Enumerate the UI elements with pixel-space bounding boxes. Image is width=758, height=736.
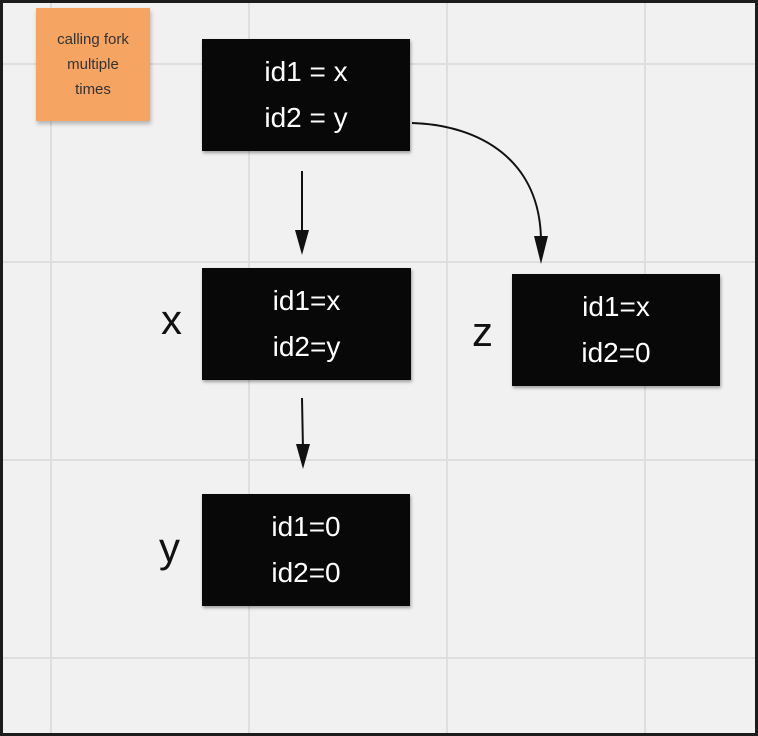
sticky-note[interactable]: calling fork multiple times [36, 8, 150, 121]
node-z-line1: id1=x [582, 291, 650, 322]
node-y-line2: id2=0 [271, 557, 341, 588]
node-x-line1: id1=x [272, 285, 341, 316]
label-process-y: y [159, 524, 180, 571]
label-process-z: z [472, 308, 493, 355]
node-y-line1: id1=0 [271, 511, 341, 542]
node-parent-line1: id1 = x [264, 56, 348, 87]
label-process-x: x [161, 296, 182, 343]
node-parent-line2: id2 = y [264, 102, 348, 133]
node-process-y[interactable]: id1=0 id2=0 [202, 494, 410, 606]
node-process-x[interactable]: id1=x id2=y [202, 268, 411, 380]
node-process-z[interactable]: id1=x id2=0 [512, 274, 720, 386]
node-z-line2: id2=0 [581, 337, 651, 368]
node-x-line2: id2=y [272, 331, 341, 362]
node-parent-process[interactable]: id1 = x id2 = y [202, 39, 410, 151]
